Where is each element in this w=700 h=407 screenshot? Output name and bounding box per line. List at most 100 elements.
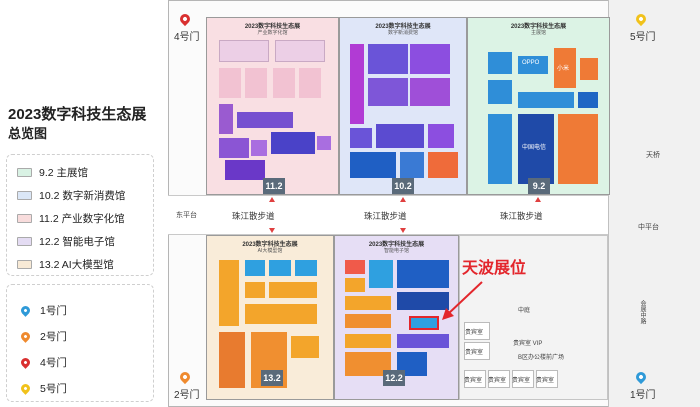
- booth-block[interactable]: [410, 78, 450, 106]
- china-telecom-booth[interactable]: [225, 160, 265, 180]
- hall-title: 2023数字科技生态展: [244, 24, 301, 30]
- booth-block[interactable]: [219, 138, 249, 158]
- hall-13-2[interactable]: 2023数字科技生态展 AI大模型馆 13.2: [206, 235, 334, 400]
- tianbo-booth[interactable]: [409, 316, 439, 330]
- booth-block[interactable]: [397, 334, 449, 348]
- booth-block[interactable]: [368, 44, 408, 74]
- booth-block[interactable]: [299, 68, 321, 98]
- stall-callout-label: 天波展位: [462, 260, 527, 277]
- venue-map: 2023数字科技生态展 产业数字化馆 11.2 2023数字科技生态展 数字新消…: [168, 0, 700, 407]
- booth-block[interactable]: [345, 334, 391, 348]
- booth-block[interactable]: [397, 260, 449, 288]
- booth-block[interactable]: [345, 296, 391, 310]
- hall-12-2[interactable]: 2023数字科技生态展 智能电子馆 12.2: [334, 235, 459, 400]
- booth-block[interactable]: [345, 314, 391, 328]
- booth-block[interactable]: [269, 282, 317, 298]
- hall-title: 2023数字科技生态展: [510, 24, 567, 30]
- booth-block[interactable]: [376, 124, 424, 148]
- legend-item-11-2: 11.2 产业数字化馆: [17, 211, 125, 226]
- booth-block[interactable]: [580, 58, 598, 80]
- booth-block[interactable]: [518, 92, 574, 108]
- booth-label: OPPO: [522, 60, 540, 66]
- booth-block[interactable]: [578, 92, 598, 108]
- hall-number-badge: 9.2: [528, 178, 550, 194]
- gate-4-label: 4号门: [174, 32, 200, 43]
- vip-room-label: 贵宾室: [488, 378, 507, 384]
- sky-bridge-label: 天桥: [646, 152, 660, 159]
- booth-block[interactable]: [345, 278, 365, 292]
- booth-block[interactable]: [219, 68, 241, 98]
- hall-9-2[interactable]: 2023数字科技生态展 主展馆 OPPO 小米 中国电信 9.2: [467, 17, 610, 195]
- booth-block[interactable]: [219, 40, 269, 62]
- hall-number-badge: 12.2: [383, 370, 405, 386]
- china-telecom-booth[interactable]: [518, 114, 554, 184]
- oppo-booth[interactable]: [518, 56, 548, 74]
- map-pin-icon: [19, 304, 32, 317]
- xiaomi-booth[interactable]: [554, 48, 576, 88]
- booth-block[interactable]: [219, 104, 233, 134]
- booth-block[interactable]: [400, 152, 424, 178]
- booth-block[interactable]: [345, 260, 365, 274]
- vip-room[interactable]: [464, 322, 490, 340]
- walkway-label: 珠江散步道: [362, 210, 409, 222]
- road-label: 会展中路: [639, 300, 645, 324]
- hall-number-badge: 11.2: [263, 178, 285, 194]
- vip-room[interactable]: [512, 370, 534, 388]
- vip-room-label: 贵宾室: [464, 378, 483, 384]
- booth-block[interactable]: [428, 124, 454, 148]
- walkway-label: 珠江散步道: [230, 210, 277, 222]
- entrance-arrow-icon: [269, 197, 275, 202]
- booth-block[interactable]: [245, 304, 317, 324]
- booth-block[interactable]: [368, 78, 408, 106]
- booth-block[interactable]: [410, 44, 450, 74]
- booth-block[interactable]: [397, 292, 449, 310]
- booth-block[interactable]: [245, 282, 265, 298]
- booth-block[interactable]: [350, 152, 396, 178]
- legend-item-13-2: 13.2 AI大模型馆: [17, 257, 114, 272]
- booth-block[interactable]: [219, 332, 245, 388]
- walkway-label: 珠江散步道: [498, 210, 545, 222]
- booth-block[interactable]: [237, 112, 293, 128]
- hall-legend: 9.2 主展馆 10.2 数字新消费馆 11.2 产业数字化馆 12.2 智能电…: [6, 154, 154, 276]
- booth-block[interactable]: [271, 132, 315, 154]
- hall-10-2[interactable]: 2023数字科技生态展 数字新消费馆 10.2: [339, 17, 467, 195]
- booth-block[interactable]: [350, 44, 364, 124]
- booth-block[interactable]: [488, 52, 512, 74]
- booth-block[interactable]: [291, 336, 319, 358]
- vip-room[interactable]: [464, 342, 490, 360]
- booth-block[interactable]: [558, 114, 598, 184]
- gate-legend: 1号门 2号门 4号门 5号门: [6, 284, 154, 402]
- vip-room[interactable]: [488, 370, 510, 388]
- gate-legend-2: 2号门: [19, 329, 67, 344]
- booth-block[interactable]: [295, 260, 317, 276]
- hall-number-badge: 10.2: [392, 178, 414, 194]
- booth-block[interactable]: [488, 80, 512, 104]
- plaza-label: B区办公楼前广场: [518, 355, 565, 361]
- vip-room-label: 贵宾室: [536, 378, 555, 384]
- booth-block[interactable]: [273, 68, 295, 98]
- booth-block[interactable]: [245, 68, 267, 98]
- entrance-arrow-icon: [400, 197, 406, 202]
- legend-item-10-2: 10.2 数字新消费馆: [17, 188, 125, 203]
- vip-room[interactable]: [464, 370, 486, 388]
- booth-block[interactable]: [245, 260, 265, 276]
- middle-platform-label: 中平台: [638, 224, 659, 231]
- legend-swatch: [17, 214, 32, 223]
- booth-block[interactable]: [428, 152, 458, 178]
- booth-block[interactable]: [275, 40, 325, 62]
- booth-block[interactable]: [488, 114, 512, 184]
- booth-block[interactable]: [317, 136, 331, 150]
- vip-room-label: 贵宾室 VIP: [513, 341, 543, 347]
- booth-block[interactable]: [369, 260, 393, 288]
- legend-item-9-2: 9.2 主展馆: [17, 165, 88, 180]
- gate-legend-4: 4号门: [19, 355, 67, 370]
- booth-block[interactable]: [219, 260, 239, 326]
- vip-room[interactable]: [536, 370, 558, 388]
- booth-block[interactable]: [269, 260, 291, 276]
- legend-swatch: [17, 168, 32, 177]
- booth-block[interactable]: [350, 128, 372, 148]
- hall-11-2[interactable]: 2023数字科技生态展 产业数字化馆 11.2: [206, 17, 339, 195]
- legend-swatch: [17, 237, 32, 246]
- zhongting-label: 中庭: [518, 308, 531, 314]
- booth-block[interactable]: [251, 140, 267, 156]
